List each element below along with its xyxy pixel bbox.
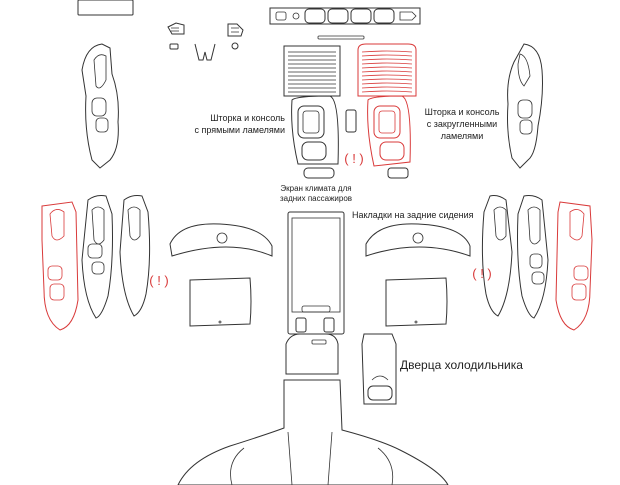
left-panel-red <box>41 201 79 331</box>
thin-divider-strip <box>317 35 365 40</box>
warning-console: ( ! ) <box>344 151 364 166</box>
console-rounded-slats <box>357 43 417 179</box>
floor-mat-shape <box>177 379 449 485</box>
label-rounded-console-line1: Шторка и консоль <box>425 107 500 117</box>
rear-screen-right <box>385 277 448 327</box>
label-rounded-console-line3: ламелями <box>441 131 484 141</box>
seat-trim-right <box>365 223 471 257</box>
right-panel-red <box>555 201 593 331</box>
label-fridge-door: Дверца холодильника <box>400 358 523 372</box>
label-straight-console-line1: Шторка и консоль <box>210 113 285 123</box>
right-panel-1 <box>481 195 513 317</box>
left-panel-2 <box>81 195 113 319</box>
label-rounded-console-line2: с закругленными <box>427 119 497 129</box>
front-armrest-part <box>285 333 339 375</box>
fridge-door <box>361 333 397 405</box>
top-left-strip <box>77 0 134 16</box>
center-channel <box>287 211 345 335</box>
small-vent-parts <box>167 22 244 61</box>
console-straight-slats <box>283 45 357 179</box>
label-straight-console-line2: с прямыми ламелями <box>194 125 285 135</box>
rear-screen-left <box>189 277 252 327</box>
upper-left-door-panel <box>81 43 119 169</box>
label-rear-seat-trims: Накладки на задние сидения <box>352 210 474 220</box>
label-rear-climate-line2: задних пассажиров <box>280 194 352 203</box>
top-vent-strip <box>269 7 421 25</box>
seat-trim-left <box>169 223 273 257</box>
right-panel-2 <box>517 195 549 319</box>
left-panel-3 <box>119 195 151 317</box>
upper-right-door-panel <box>507 43 543 169</box>
warning-right-panels: ( ! ) <box>472 266 492 281</box>
label-rear-climate-line1: Экран климата для <box>280 184 351 193</box>
warning-left-panels: ( ! ) <box>149 273 169 288</box>
